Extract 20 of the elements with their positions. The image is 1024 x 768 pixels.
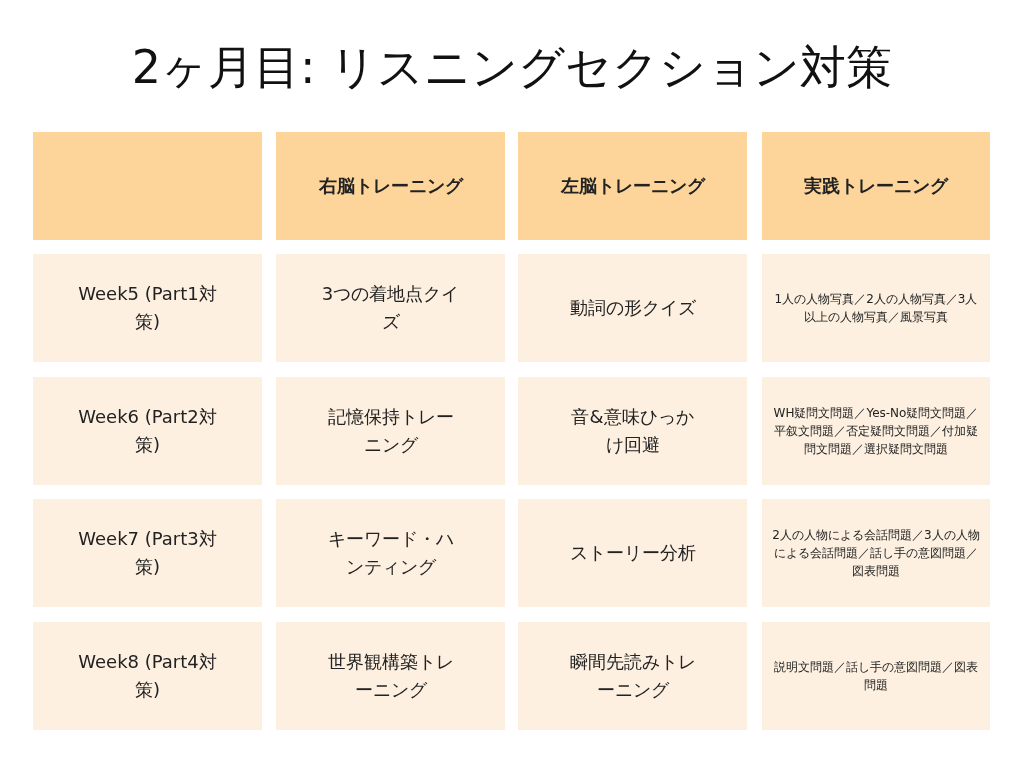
table-cell-text: ストーリー分析 xyxy=(569,541,696,566)
table-cell-text: WH疑問文問題／Yes-No疑問文問題／平叙文問題／否定疑問文問題／付加疑問文問題／選択疑問文問題 xyxy=(772,405,980,458)
table-cell-text: 音&意味ひっかけ回避 xyxy=(570,405,695,457)
table-cell-text: 説明文問題／話し手の意図問題／図表問題 xyxy=(773,659,979,694)
row-header: Week7 (Part3対策) xyxy=(77,527,218,579)
title: 2ヶ月目: リスニングセクション対策 xyxy=(130,40,894,96)
table-cell-text: 世界観構築トレーニング xyxy=(326,650,455,702)
table-cell-text: 1人の人物写真／2人の人物写真／3人以上の人物写真／風景写真 xyxy=(773,291,979,326)
table-cell-text: 動詞の形クイズ xyxy=(569,296,696,321)
row-header: Week6 (Part2対策) xyxy=(77,405,218,457)
table-cell-text: キーワード・ハンティング xyxy=(326,527,455,579)
table-cell-text: 2人の人物による会話問題／3人の人物による会話問題／話し手の意図問題／図表問題 xyxy=(772,527,980,580)
column-header: 実践トレーニング xyxy=(804,174,948,199)
column-header: 左脳トレーニング xyxy=(560,174,705,199)
table-cell-text: 瞬間先読みトレーニング xyxy=(568,650,697,702)
row-header: Week5 (Part1対策) xyxy=(77,282,218,334)
table-cell-text: 記憶保持トレーニング xyxy=(326,405,455,457)
row-header: Week8 (Part4対策) xyxy=(77,650,218,702)
column-header: 右脳トレーニング xyxy=(318,174,463,199)
table-cell-text: 3つの着地点クイズ xyxy=(320,282,461,334)
